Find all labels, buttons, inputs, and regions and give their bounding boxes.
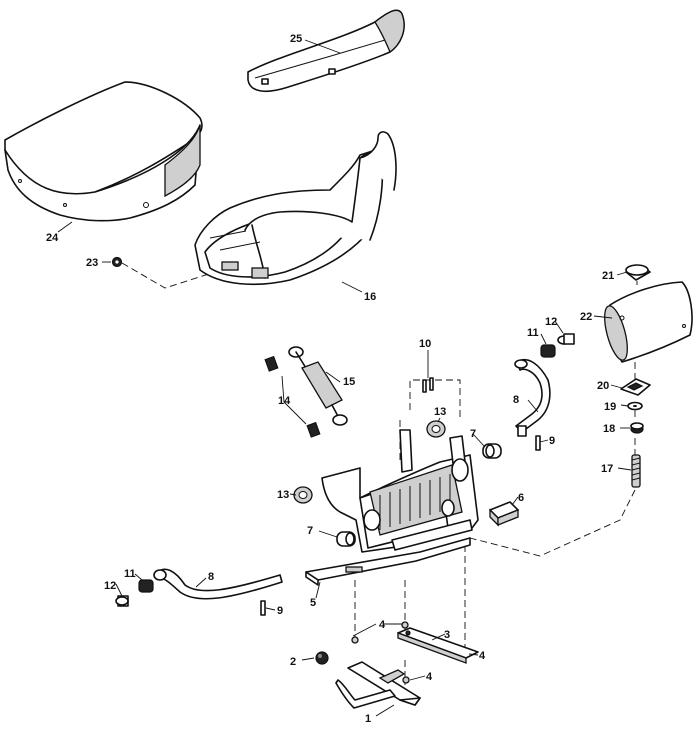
pins-10 [422,377,434,393]
rod-8-left [153,568,283,600]
callout-10: 10 [419,338,431,350]
callout-19: 19 [604,401,616,413]
backrest-pad [247,9,405,93]
lower-link-3 [397,627,479,664]
cover-tube-22 [604,281,693,363]
bolts-14 [264,355,321,438]
callout-13: 13 [277,489,289,501]
block-6 [489,501,519,527]
callout-15: 15 [343,376,355,388]
bushing-12-left [115,595,129,607]
nut-18 [630,422,644,434]
callout-1: 1 [365,713,371,725]
seat-cushion [4,81,203,222]
callout-25: 25 [290,33,302,45]
bushing-12-right [557,333,575,345]
cap-21 [625,264,651,281]
callout-17: 17 [601,463,613,475]
pin-9-left [260,600,266,616]
callout-22: 22 [580,311,592,323]
nut-23 [111,256,123,268]
pin-9-right [535,435,541,451]
bushing-11-left [138,579,154,593]
spring-bolt-17 [631,454,641,488]
callout-4: 4 [379,619,386,631]
callout-4: 4 [479,650,486,662]
callout-3: 3 [444,629,450,641]
assembly-dashed-lines [121,262,638,685]
knob-2 [315,651,329,665]
bracket-20 [620,378,651,396]
latch-assembly-1 [335,661,421,709]
callout-6: 6 [518,492,524,504]
callout-numbers: 1 2 3 4 4 4 5 6 7 7 8 8 9 9 10 11 11 12 … [46,33,616,725]
washer-19 [627,401,643,411]
callout-9: 9 [277,605,283,617]
callout-12: 12 [545,316,557,328]
callout-12: 12 [104,580,116,592]
callout-14: 14 [278,395,291,407]
callout-2: 2 [290,656,296,668]
callout-9: 9 [549,435,555,447]
callout-7: 7 [470,428,476,440]
suspension-frame [321,429,479,553]
callout-4: 4 [426,671,433,683]
bushing-7-left [336,531,356,547]
callout-18: 18 [603,423,615,435]
shock-absorber-15 [288,346,348,426]
callout-16: 16 [364,291,376,303]
callout-7: 7 [307,525,313,537]
callout-23: 23 [86,257,98,269]
callout-20: 20 [597,380,609,392]
callout-8: 8 [208,571,214,583]
leader-lines [57,39,632,717]
callout-11: 11 [527,327,539,339]
seat-frame [194,131,397,286]
callout-5: 5 [310,597,316,609]
grommet-13-left [293,486,313,504]
callout-21: 21 [602,270,614,282]
bushing-11-right [540,344,556,358]
callout-13: 13 [434,406,446,418]
callout-24: 24 [46,232,59,244]
bushing-7-right [482,443,502,459]
base-plate-5 [305,537,471,586]
callout-11: 11 [124,568,136,580]
callout-8: 8 [513,394,519,406]
rod-8-right [514,358,551,437]
grommet-13-top [426,420,446,438]
